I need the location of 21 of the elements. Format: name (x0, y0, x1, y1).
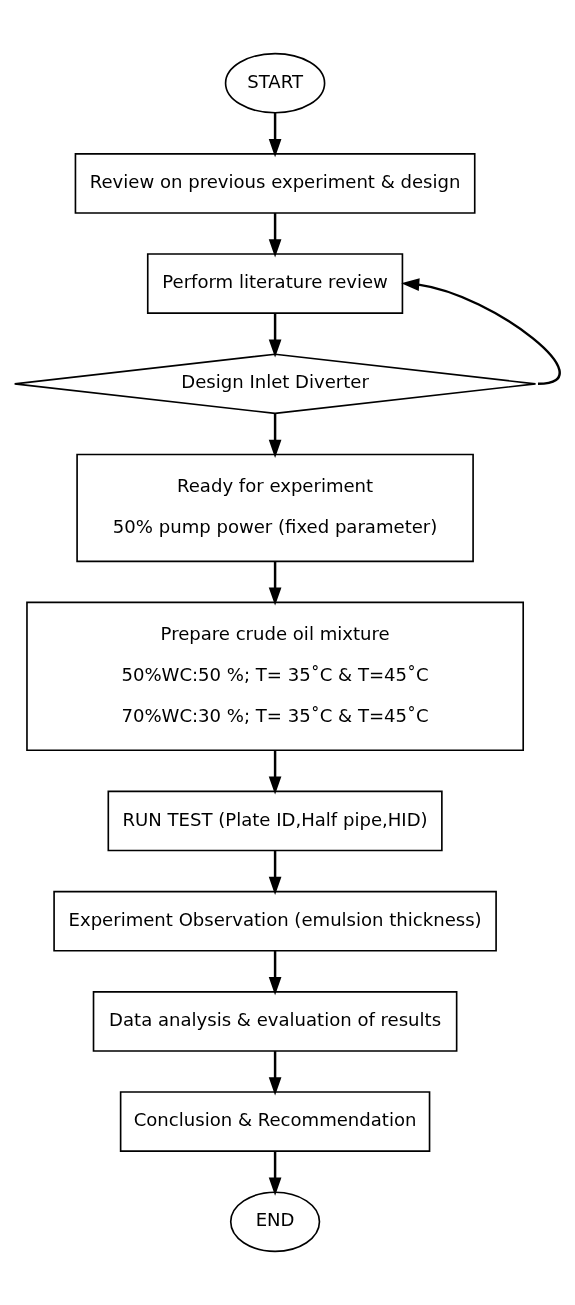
arrow (268, 112, 282, 158)
node-ellipse: END (229, 1191, 321, 1253)
node-box: Prepare crude oil mixture 50%WC:50 %; T= 35˚C & T=45˚C 70%WC:30 %; T= 35˚C & T=45˚C (26, 601, 525, 752)
arrow (268, 850, 282, 895)
arrow (268, 313, 282, 358)
node-box: RUN TEST (Plate ID,Half pipe,HID) (107, 790, 443, 852)
arrow (268, 213, 282, 258)
node-ellipse: START (224, 52, 326, 114)
node-box: Data analysis & evaluation of results (92, 991, 458, 1052)
arrow (268, 1051, 282, 1096)
arrow (268, 750, 282, 795)
node-box: Perform literature review (146, 253, 404, 314)
node-box: Experiment Observation (emulsion thickness) (53, 890, 497, 952)
arrow (268, 561, 282, 606)
node-box: Ready for experiment 50% pump power (fixed parameter) (76, 453, 474, 563)
node-box: Conclusion & Recommendation (119, 1091, 431, 1152)
arrow (268, 950, 282, 996)
node-diamond: Design Inlet Diverter (13, 353, 537, 415)
arrow (268, 1151, 282, 1196)
arrow (268, 413, 282, 458)
node-box: Review on previous experiment & design (74, 153, 476, 214)
